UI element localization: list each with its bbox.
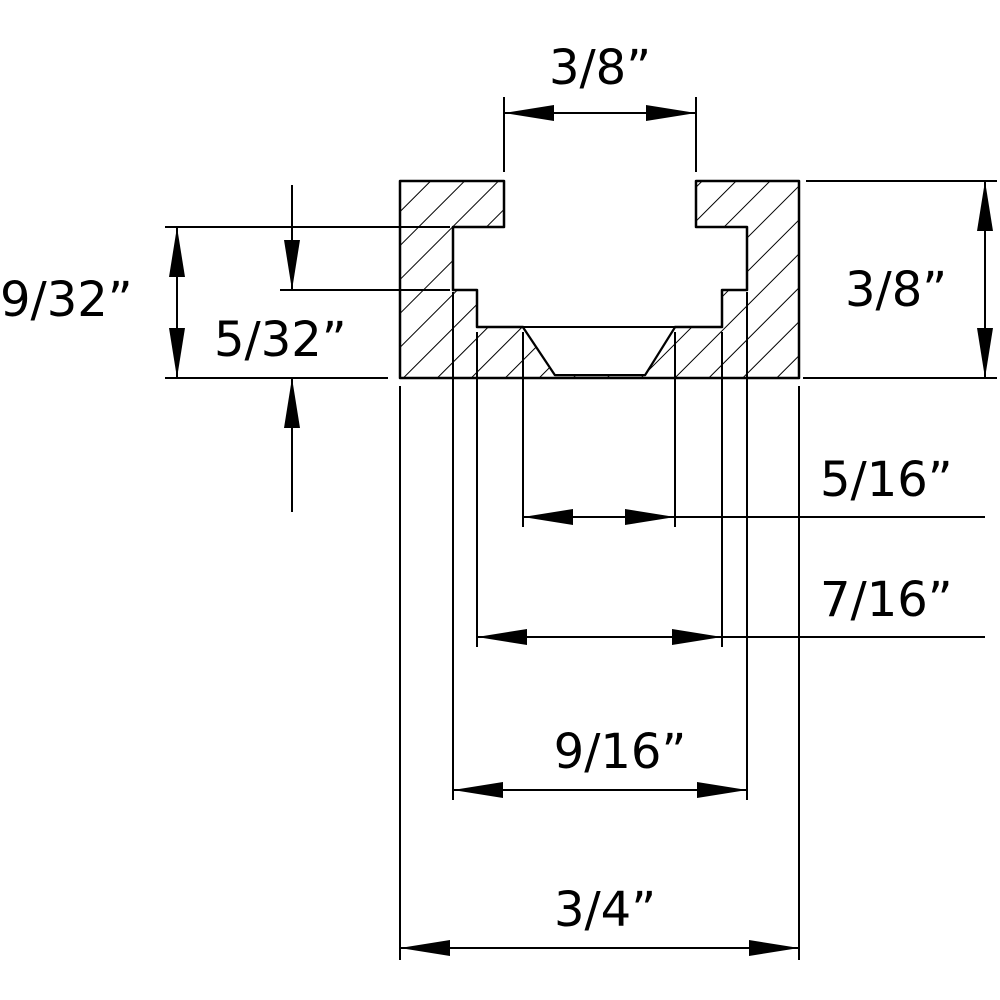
dim-label: 9/16” [554,724,687,780]
dim-right-height: 3/8” [803,180,997,379]
dim-top-opening: 3/8” [503,40,697,172]
dim-label: 9/32” [0,272,133,328]
dim-label: 3/8” [549,40,651,96]
dim-overall-width: 3/4” [399,386,800,960]
dim-slot-bottom-width: 7/16” [476,332,985,647]
dim-label: 3/8” [845,262,947,318]
dim-left-lip-depth: 5/32” [214,185,450,512]
dim-left-overall-depth: 9/32” [0,226,450,379]
dim-label: 5/32” [214,312,347,368]
dim-label: 5/16” [820,452,953,508]
dim-inner-slot-width: 9/16” [452,292,748,800]
dim-label: 3/4” [554,882,656,938]
dim-countersink-bottom: 5/16” [522,332,985,527]
dim-label: 7/16” [820,572,953,628]
